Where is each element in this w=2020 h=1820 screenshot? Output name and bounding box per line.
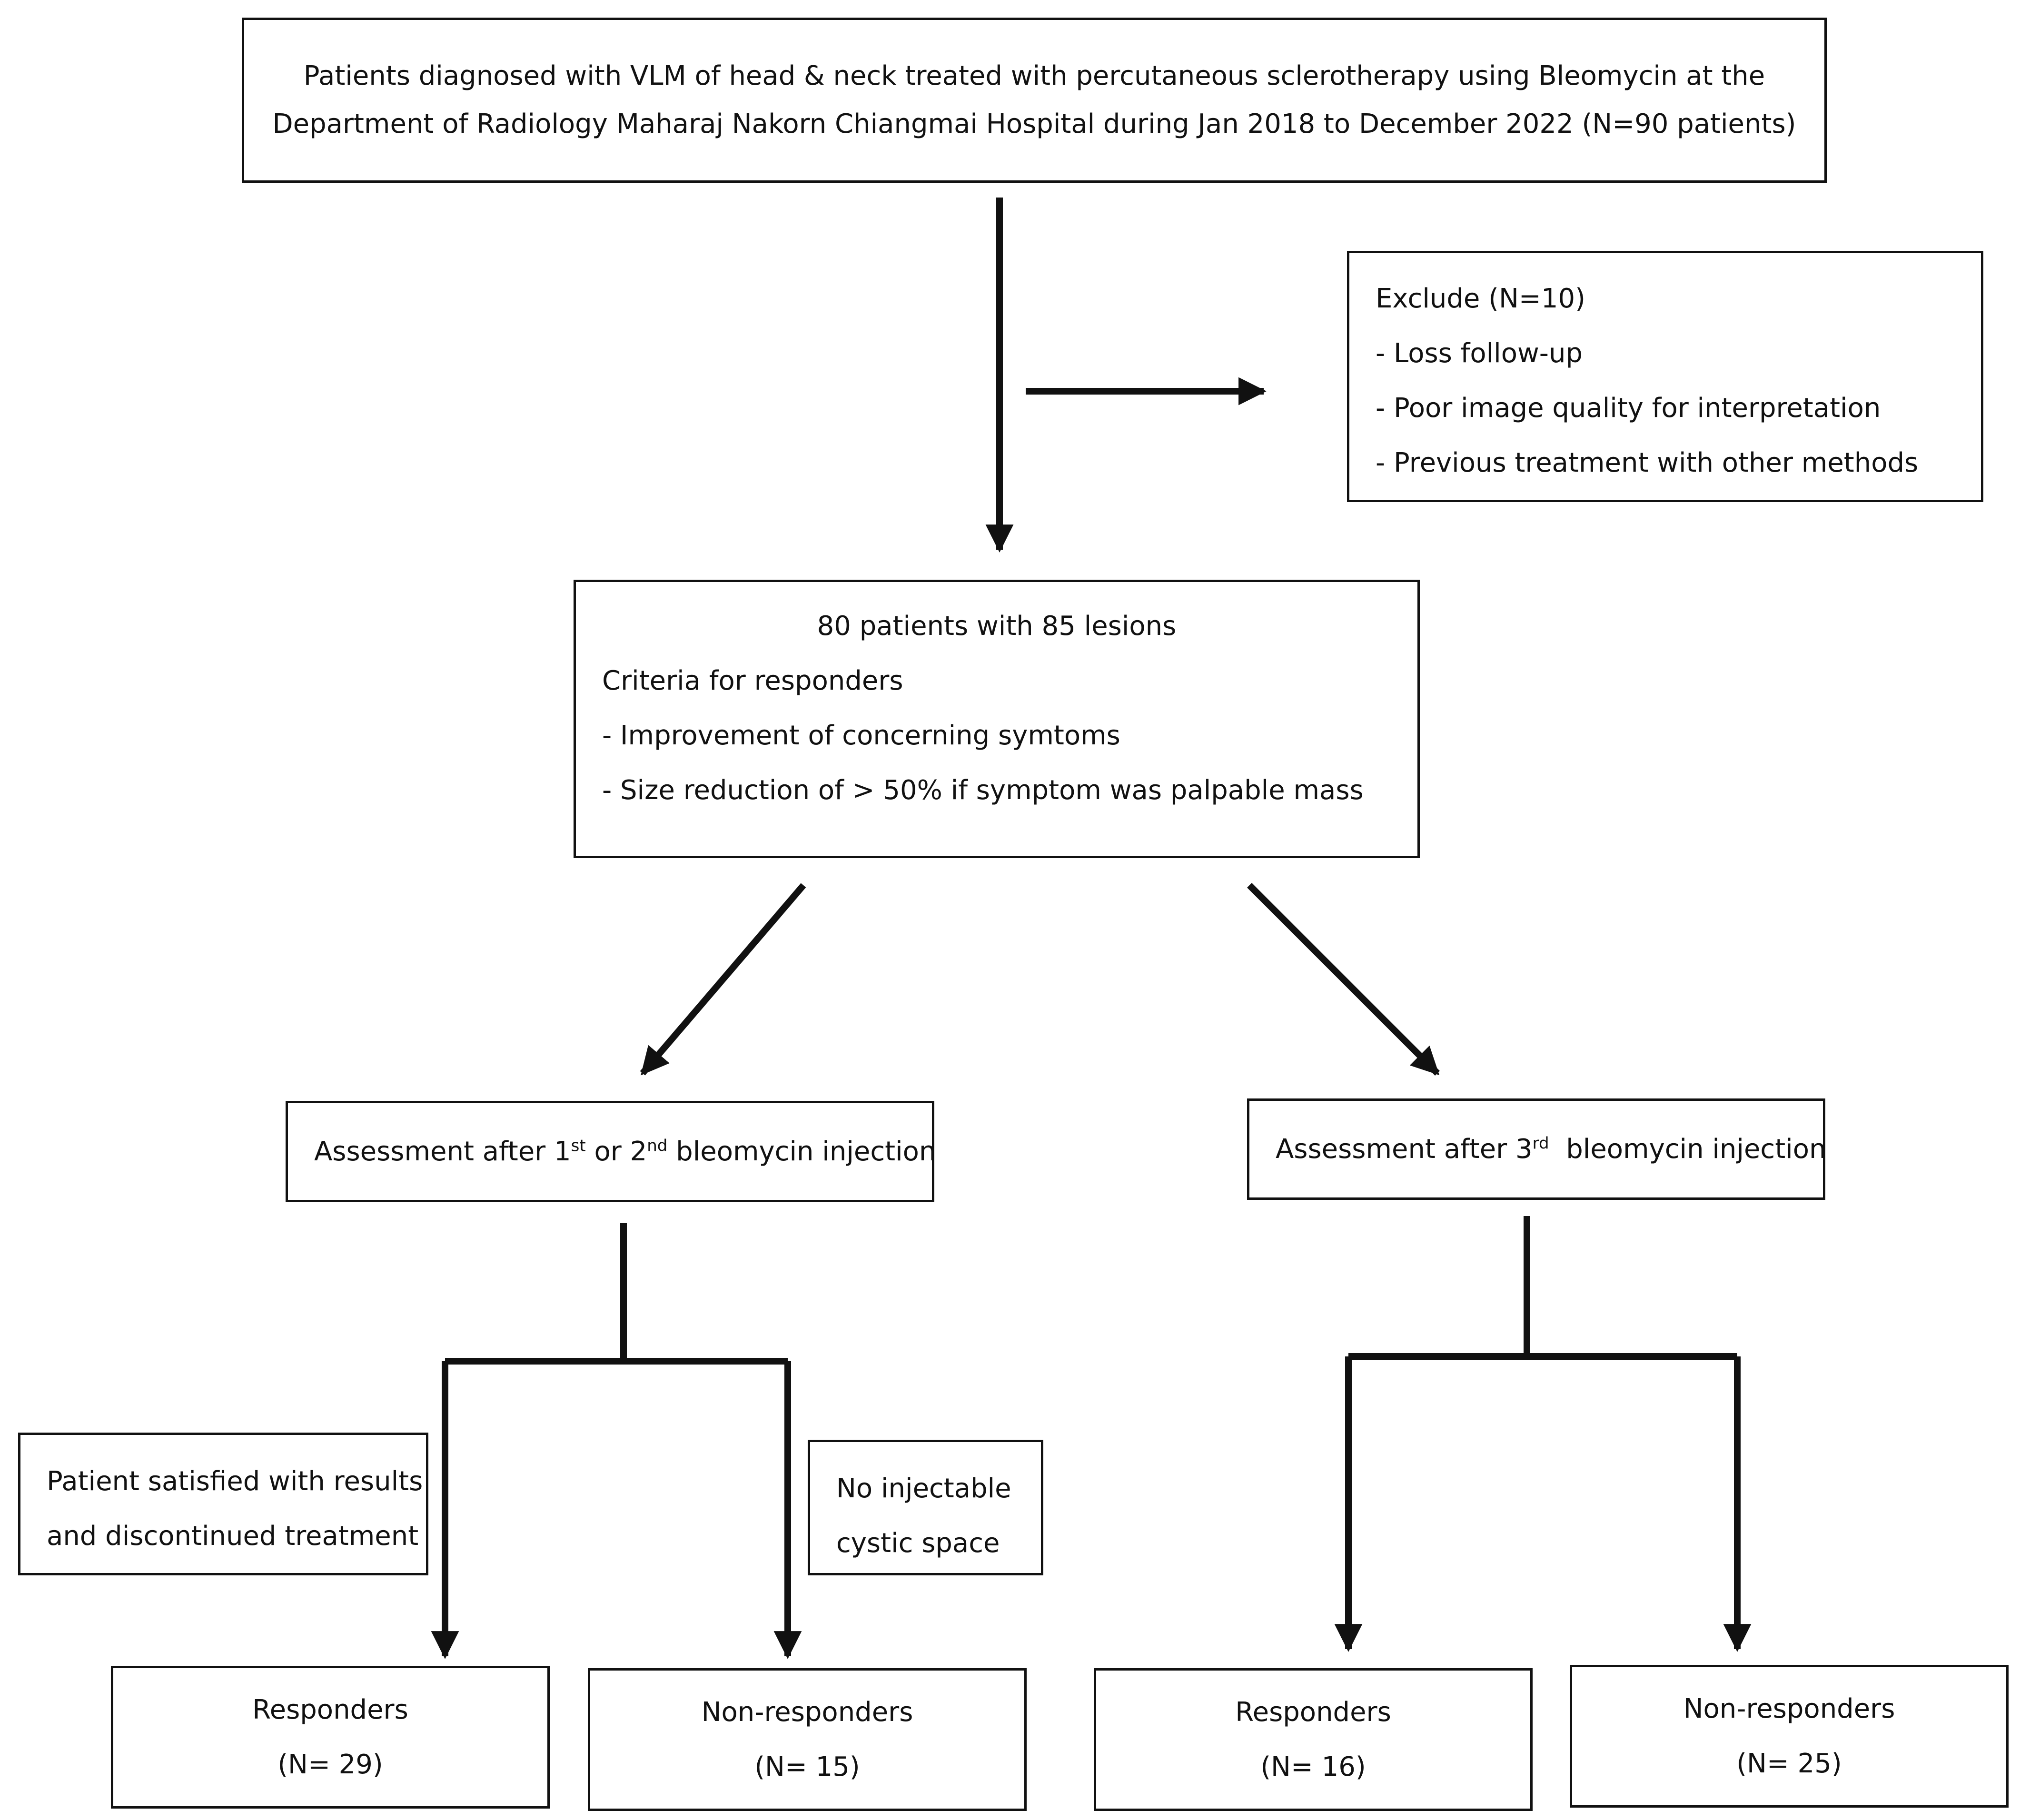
outcome-count: (N= 25) <box>1736 1748 1842 1779</box>
exclude-item: - Loss follow-up <box>1376 338 1583 369</box>
criteria-item: - Size reduction of > 50% if symptom was… <box>602 775 1364 806</box>
outcome-label: Responders <box>1235 1697 1391 1728</box>
outcome-label: Responders <box>252 1694 408 1725</box>
exclude-box: Exclude (N=10) - Loss follow-up - Poor i… <box>1347 251 1983 502</box>
note-no-injectable-line-2: cystic space <box>836 1528 1000 1559</box>
outcome-left-nonresponders: Non-responders (N= 15) <box>588 1668 1027 1811</box>
note-satisfied-line-1: Patient satisfied with results <box>47 1466 423 1497</box>
outcome-label: Non-responders <box>1683 1693 1895 1724</box>
criteria-item: - Improvement of concerning symtoms <box>602 720 1120 751</box>
exclude-title: Exclude (N=10) <box>1376 283 1585 314</box>
outcome-count: (N= 15) <box>754 1751 860 1782</box>
inclusion-line-2: Department of Radiology Maharaj Nakorn C… <box>272 109 1796 139</box>
inclusion-line-1: Patients diagnosed with VLM of head & ne… <box>303 60 1765 92</box>
outcome-right-responders: Responders (N= 16) <box>1094 1668 1533 1811</box>
note-satisfied-line-2: and discontinued treatment <box>47 1521 419 1552</box>
assessment-left-text: Assessment after 1st or 2nd bleomycin in… <box>314 1136 936 1167</box>
outcome-right-nonresponders: Non-responders (N= 25) <box>1570 1665 2009 1808</box>
assessment-right-box: Assessment after 3rd bleomycin injection <box>1247 1098 1826 1200</box>
cohort-box: 80 patients with 85 lesions Criteria for… <box>574 580 1420 858</box>
criteria-label: Criteria for responders <box>602 665 903 696</box>
exclude-item: - Poor image quality for interpretation <box>1376 393 1881 424</box>
note-satisfied-box: Patient satisfied with results and disco… <box>18 1433 428 1575</box>
exclude-item: - Previous treatment with other methods <box>1376 447 1919 478</box>
cohort-title: 80 patients with 85 lesions <box>817 611 1177 642</box>
arrow-middle-to-right <box>1247 883 1440 1076</box>
outcome-label: Non-responders <box>701 1697 913 1728</box>
assessment-left-box: Assessment after 1st or 2nd bleomycin in… <box>286 1101 936 1202</box>
outcome-left-responders: Responders (N= 29) <box>111 1666 550 1809</box>
outcome-count: (N= 29) <box>277 1749 383 1780</box>
arrow-middle-to-left <box>640 883 806 1076</box>
outcome-count: (N= 16) <box>1260 1751 1366 1782</box>
assessment-right-text: Assessment after 3rd bleomycin injection <box>1276 1133 1826 1165</box>
inclusion-box: Patients diagnosed with VLM of head & ne… <box>242 18 1827 183</box>
note-no-injectable-box: No injectable cystic space <box>808 1440 1043 1575</box>
note-no-injectable-line-1: No injectable <box>836 1473 1011 1504</box>
